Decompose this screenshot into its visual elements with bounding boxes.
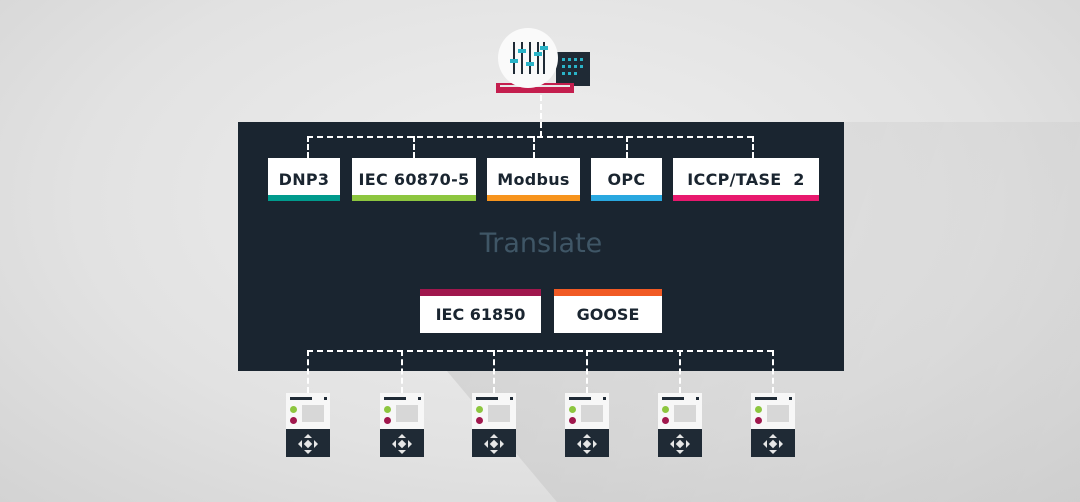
ied-device-icon <box>472 393 516 457</box>
protocol-color-bar <box>352 195 476 201</box>
standard-label: IEC 61850 <box>435 304 526 324</box>
ied-device-icon <box>565 393 609 457</box>
protocol-color-bar <box>591 195 662 201</box>
control-center-sliders-icon <box>496 28 590 93</box>
protocol-box-iccp-tase2: ICCP/TASE 2 <box>673 158 819 201</box>
standard-color-bar <box>420 289 541 296</box>
ied-device-icon <box>286 393 330 457</box>
protocol-color-bar <box>487 195 580 201</box>
protocol-bus-wire <box>307 136 753 138</box>
protocol-label: Modbus <box>497 170 570 189</box>
protocol-color-bar <box>268 195 340 201</box>
standard-label: GOOSE <box>576 304 640 324</box>
protocol-label: ICCP/TASE 2 <box>687 170 805 189</box>
protocol-box-dnp3: DNP3 <box>268 158 340 201</box>
protocol-box-iec-60870-5: IEC 60870-5 <box>352 158 476 201</box>
standard-box-iec-61850: IEC 61850 <box>420 289 541 333</box>
ied-device-icon <box>751 393 795 457</box>
wire-drop-opc <box>626 136 628 158</box>
wire-drop-device-1 <box>307 350 309 393</box>
translate-label: Translate <box>479 228 603 259</box>
wire-drop-device-5 <box>679 350 681 393</box>
wire-drop-device-4 <box>586 350 588 393</box>
standard-color-bar <box>554 289 662 296</box>
uplink-wire <box>540 95 542 137</box>
wire-drop-modbus <box>533 136 535 158</box>
wire-drop-device-2 <box>401 350 403 393</box>
field-bus-wire <box>307 350 773 352</box>
protocol-box-opc: OPC <box>591 158 662 201</box>
protocol-color-bar <box>673 195 819 201</box>
wire-drop-dnp3 <box>307 136 309 158</box>
wire-drop-iec60870 <box>413 136 415 158</box>
ied-device-icon <box>658 393 702 457</box>
wire-drop-device-6 <box>772 350 774 393</box>
wire-drop-iccp <box>752 136 754 158</box>
wire-drop-device-3 <box>493 350 495 393</box>
ied-device-icon <box>380 393 424 457</box>
protocol-label: IEC 60870-5 <box>358 170 470 189</box>
standard-box-goose: GOOSE <box>554 289 662 333</box>
protocol-label: OPC <box>607 170 646 189</box>
protocol-box-modbus: Modbus <box>487 158 580 201</box>
protocol-label: DNP3 <box>278 170 330 189</box>
